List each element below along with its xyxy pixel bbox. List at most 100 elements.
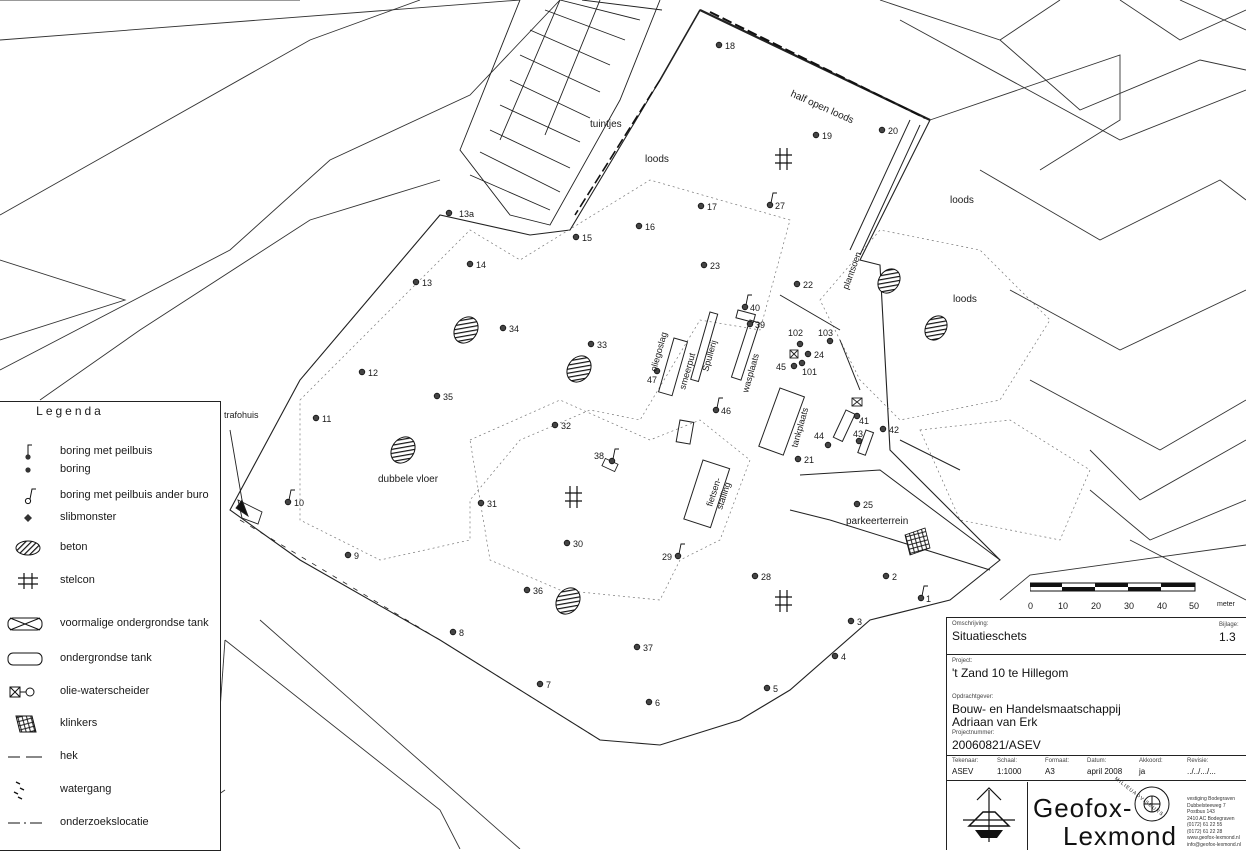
boring-label: 47 — [647, 375, 657, 385]
boring-point: 44 — [814, 431, 832, 449]
company-name: Geofox- Lexmond — [1033, 794, 1177, 850]
boring-point: 19 — [812, 131, 832, 141]
boring-point: 3 — [847, 617, 862, 627]
garden-strips — [459, 0, 663, 226]
tekenaar-value: ASEV — [952, 767, 974, 776]
scale-tick: 40 — [1157, 601, 1168, 611]
boring-label: 37 — [643, 643, 653, 653]
boring-point: 43 — [853, 429, 863, 445]
peilbuis-line — [288, 489, 295, 501]
boring-marker — [563, 539, 571, 547]
opdrachtgever-label: Opdrachtgever: — [952, 694, 994, 700]
boring-marker — [572, 233, 580, 241]
boring-marker — [445, 209, 453, 217]
legend-item-stelcon: stelcon — [0, 571, 220, 591]
boring-point: 46 — [712, 397, 731, 416]
divider — [947, 755, 1246, 756]
boring-point: 10 — [284, 489, 304, 508]
legend-item-boring: boring — [0, 460, 220, 480]
label-tuintjes: tuintjes — [590, 119, 622, 130]
tank-symbols — [601, 349, 863, 473]
boring-marker — [449, 628, 457, 636]
scale-unit: meter — [1217, 601, 1235, 608]
boring-point: 37 — [633, 643, 653, 653]
boring-marker — [433, 392, 441, 400]
peilbuis-line — [745, 294, 752, 306]
legend-item-boring-ander-buro: boring met peilbuis ander buro — [0, 486, 220, 506]
boring-point: 42 — [879, 425, 899, 435]
seal-icon — [1134, 786, 1170, 822]
boring-marker — [635, 222, 643, 230]
stelcon-icon — [18, 573, 38, 589]
scale-tick: 30 — [1124, 601, 1135, 611]
boring-point: 16 — [635, 222, 655, 232]
boring-label: 14 — [476, 260, 486, 270]
boring-label: 6 — [655, 698, 660, 708]
legend-item-hek: hek — [0, 747, 220, 767]
boring-label: 4 — [841, 652, 846, 662]
boring-marker — [831, 652, 839, 660]
boring-label: 24 — [814, 350, 824, 360]
boring-point: 102 — [788, 328, 804, 348]
boring-point: 21 — [794, 455, 814, 465]
boring-point: 45 — [776, 362, 798, 372]
scale-bar: 0 10 20 30 40 50 meter — [1028, 579, 1238, 615]
boring-point: 36 — [523, 586, 543, 596]
boring-point: 8 — [449, 628, 464, 638]
formaat-label: Formaat: — [1045, 758, 1070, 764]
boring-label: 45 — [776, 362, 786, 372]
projectnummer-label: Projectnummer: — [952, 730, 995, 736]
boring-ander-buro-icon — [24, 488, 36, 505]
boring-label: 21 — [804, 455, 814, 465]
boring-label: 13 — [422, 278, 432, 288]
boring-marker — [344, 551, 352, 559]
address-line: Dubbelsteeweg 7 — [1187, 802, 1226, 809]
legend-label: ondergrondse tank — [60, 652, 152, 664]
label-parkeerterrein: parkeerterrein — [846, 516, 908, 527]
boring-marker — [847, 617, 855, 625]
boring-label: 36 — [533, 586, 543, 596]
boring-point: 33 — [587, 340, 607, 350]
boring-point: 4 — [831, 652, 846, 662]
legend-item-klinkers: klinkers — [0, 714, 220, 734]
address-line: 2410 AC Bodegraven — [1187, 815, 1235, 822]
formaat-value: A3 — [1045, 767, 1055, 776]
legend-item-voormalige-tank: voormalige ondergrondse tank — [0, 614, 220, 634]
boring-label: 15 — [582, 233, 592, 243]
boring-label: 43 — [853, 429, 863, 439]
boring-label: 41 — [859, 416, 869, 426]
boring-label: 2 — [892, 572, 897, 582]
datum-value: april 2008 — [1087, 767, 1123, 776]
legend-label: watergang — [60, 783, 112, 795]
legend-item-slibmonster: slibmonster — [0, 508, 220, 528]
datum-label: Datum: — [1087, 758, 1107, 764]
stelcon-symbols — [565, 148, 792, 612]
boring-label: 101 — [802, 367, 817, 377]
boring-label: 35 — [443, 392, 453, 402]
boring-point: 9 — [344, 551, 359, 561]
boring-label: 44 — [814, 431, 824, 441]
boring-marker — [790, 362, 798, 370]
boring-marker — [853, 500, 861, 508]
boring-marker — [674, 552, 682, 560]
boring-marker — [879, 425, 887, 433]
klinkers-icon — [15, 715, 37, 733]
boring-label: 10 — [294, 498, 304, 508]
boring-label: 28 — [761, 572, 771, 582]
beton-areas — [390, 268, 948, 615]
legend-label: olie-waterscheider — [60, 685, 150, 697]
boring-marker — [741, 303, 749, 311]
boring-marker — [499, 324, 507, 332]
legend-item-ondergrondse-tank: ondergrondse tank — [0, 649, 220, 669]
boring-label: 103 — [818, 328, 833, 338]
boring-marker — [917, 594, 925, 602]
scale-bar-graphic — [1030, 582, 1196, 592]
legend-label: boring — [60, 463, 91, 475]
boring-label: 13a — [459, 209, 474, 219]
boring-marker — [882, 572, 890, 580]
divider — [1027, 782, 1028, 850]
building-outlines — [299, 179, 1091, 601]
label-smeerput: smeerput — [677, 351, 697, 390]
boring-point: 31 — [477, 499, 497, 509]
